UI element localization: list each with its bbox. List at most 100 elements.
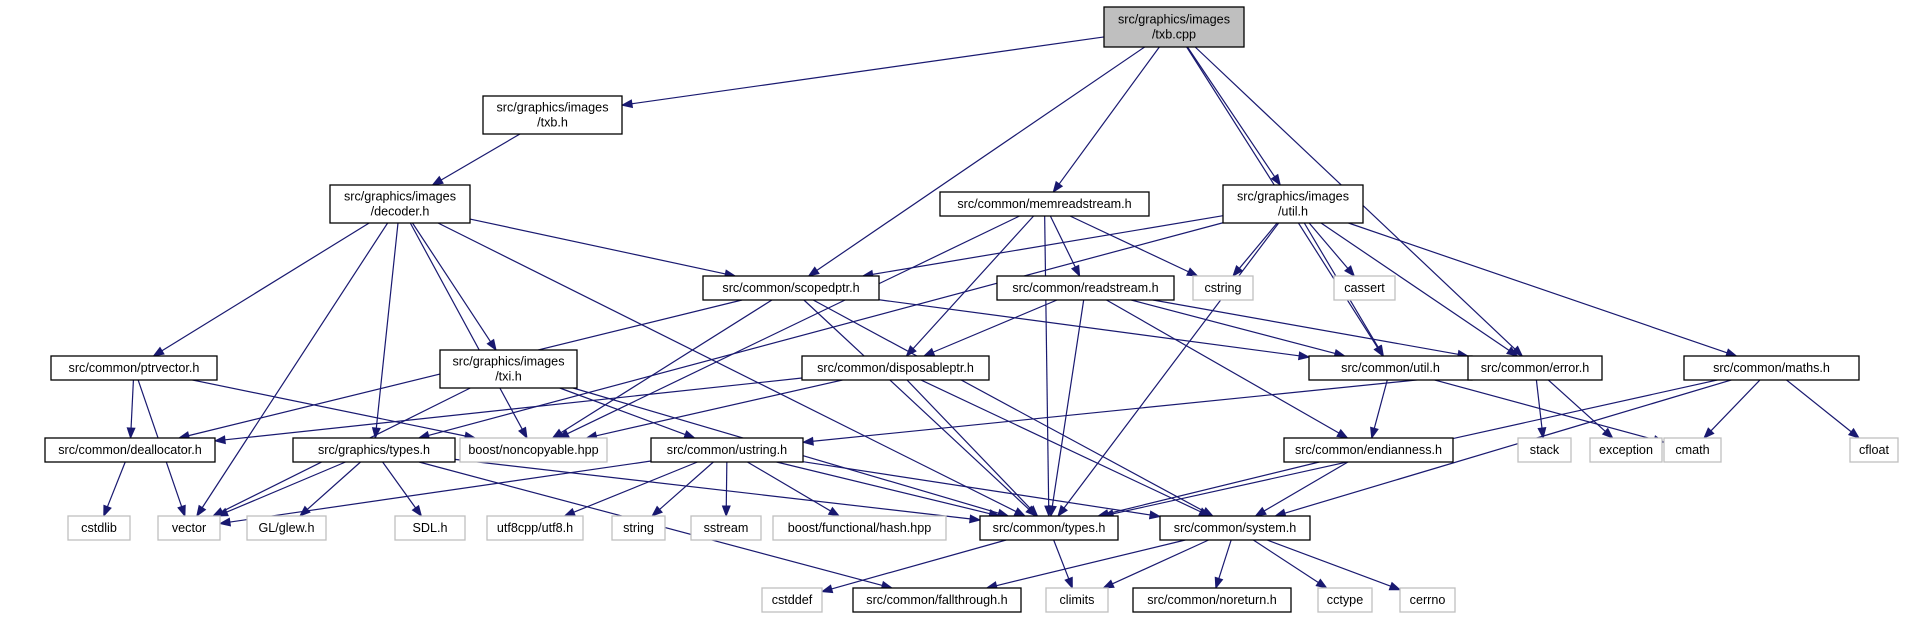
node-box bbox=[801, 355, 990, 381]
node-fallthrough[interactable]: src/common/fallthrough.h bbox=[852, 587, 1022, 613]
node-box bbox=[1045, 587, 1109, 613]
node-txbh[interactable]: src/graphics/images/txb.h bbox=[482, 95, 623, 135]
arrowhead-icon bbox=[213, 435, 226, 445]
node-system[interactable]: src/common/system.h bbox=[1159, 515, 1311, 541]
edge-readstream-to-ctypes bbox=[1047, 299, 1085, 518]
node-endian[interactable]: src/common/endianness.h bbox=[1283, 437, 1454, 463]
edge-line bbox=[1284, 379, 1732, 514]
edge-txbcpp-to-scopedptr bbox=[807, 46, 1145, 277]
node-box bbox=[611, 515, 666, 541]
edge-line bbox=[776, 461, 990, 515]
node-hash: boost/functional/hash.hpp bbox=[772, 515, 947, 541]
edge-line bbox=[1107, 461, 1320, 515]
node-readstream[interactable]: src/common/readstream.h bbox=[996, 275, 1175, 301]
edge-endian-to-system bbox=[1254, 461, 1349, 517]
arrowhead-icon bbox=[1315, 578, 1328, 589]
node-label: src/common/ptrvector.h bbox=[69, 361, 200, 375]
edge-line bbox=[437, 222, 1017, 513]
node-box bbox=[1663, 437, 1722, 463]
edge-cutil-to-endian bbox=[1370, 379, 1388, 440]
node-label: src/common/readstream.h bbox=[1012, 281, 1158, 295]
edge-maths-to-cfloat bbox=[1786, 379, 1861, 439]
edge-memread-to-cstring bbox=[1069, 215, 1199, 277]
edge-util_img-to-cstring bbox=[1232, 222, 1278, 278]
node-error[interactable]: src/common/error.h bbox=[1467, 355, 1603, 381]
arrowhead-icon bbox=[683, 430, 696, 439]
arrowhead-icon bbox=[1725, 348, 1738, 357]
edge-line bbox=[428, 222, 1224, 436]
node-label: cassert bbox=[1344, 281, 1385, 295]
node-dealloc[interactable]: src/common/deallocator.h bbox=[44, 437, 216, 463]
node-gtypes[interactable]: src/graphics/types.h bbox=[292, 437, 456, 463]
arrowhead-icon bbox=[807, 266, 820, 277]
edge-line bbox=[878, 299, 1300, 357]
node-txih[interactable]: src/graphics/images/txi.h bbox=[439, 349, 578, 389]
arrowhead-icon bbox=[1370, 426, 1379, 440]
edge-line bbox=[440, 133, 521, 181]
node-sstream: sstream bbox=[690, 515, 762, 541]
node-box bbox=[979, 515, 1119, 541]
node-ptrvector[interactable]: src/common/ptrvector.h bbox=[50, 355, 218, 381]
node-label: src/graphics/images bbox=[453, 355, 565, 369]
edge-line bbox=[1112, 539, 1209, 585]
node-ctypes[interactable]: src/common/types.h bbox=[979, 515, 1119, 541]
edge-ustring-to-system bbox=[802, 461, 1162, 520]
node-memread[interactable]: src/common/memreadstream.h bbox=[939, 191, 1150, 217]
node-label: /util.h bbox=[1278, 205, 1308, 219]
arrowhead-icon bbox=[1052, 180, 1064, 194]
node-cutil[interactable]: src/common/util.h bbox=[1308, 355, 1473, 381]
edge-ptrvector-to-noncopy bbox=[192, 379, 477, 441]
edge-line bbox=[596, 379, 843, 437]
edge-decoder-to-ptrvector bbox=[152, 222, 370, 357]
node-box bbox=[329, 184, 471, 224]
edge-line bbox=[1786, 379, 1852, 433]
node-util_img[interactable]: src/graphics/images/util.h bbox=[1222, 184, 1364, 224]
node-box bbox=[50, 355, 218, 381]
node-label: string bbox=[623, 521, 654, 535]
arrowhead-icon bbox=[1344, 265, 1356, 278]
edge-line bbox=[912, 215, 1035, 350]
edge-line bbox=[1218, 539, 1232, 579]
node-cerrno: cerrno bbox=[1399, 587, 1456, 613]
edge-line bbox=[659, 461, 714, 510]
edge-line bbox=[1152, 299, 1459, 355]
edge-line bbox=[932, 299, 1058, 353]
edge-line bbox=[573, 461, 698, 513]
edge-readstream-to-endian bbox=[1106, 299, 1349, 439]
edge-line bbox=[996, 539, 1186, 587]
node-txbcpp[interactable]: src/graphics/images/txb.cpp bbox=[1103, 6, 1245, 48]
edge-txbcpp-to-txbh bbox=[620, 36, 1105, 109]
arrowhead-icon bbox=[1102, 579, 1115, 589]
arrowhead-icon bbox=[1064, 576, 1073, 590]
node-disposable[interactable]: src/common/disposableptr.h bbox=[801, 355, 990, 381]
node-noreturn[interactable]: src/common/noreturn.h bbox=[1132, 587, 1292, 613]
nodes-layer: src/graphics/images/txb.cpp src/graphics/… bbox=[44, 6, 1899, 613]
node-decoder[interactable]: src/graphics/images/decoder.h bbox=[329, 184, 471, 224]
node-box bbox=[1192, 275, 1254, 301]
edge-scopedptr-to-cutil bbox=[878, 299, 1311, 361]
node-label: cerrno bbox=[1410, 593, 1446, 607]
edge-txih-to-ustring bbox=[559, 387, 696, 439]
edge-line bbox=[1320, 222, 1510, 351]
node-label: cstring bbox=[1204, 281, 1241, 295]
node-scopedptr[interactable]: src/common/scopedptr.h bbox=[702, 275, 880, 301]
node-label: src/graphics/types.h bbox=[318, 443, 430, 457]
arrowhead-icon bbox=[1847, 427, 1861, 439]
node-maths[interactable]: src/common/maths.h bbox=[1683, 355, 1860, 381]
edge-line bbox=[1710, 379, 1761, 432]
edge-memread-to-ctypes bbox=[1044, 215, 1054, 518]
arrowhead-icon bbox=[218, 517, 232, 527]
arrowhead-icon bbox=[1013, 507, 1027, 517]
edge-line bbox=[872, 215, 1224, 275]
arrowhead-icon bbox=[620, 99, 634, 109]
node-ustring[interactable]: src/common/ustring.h bbox=[650, 437, 804, 463]
arrowhead-icon bbox=[371, 427, 381, 440]
node-box bbox=[486, 515, 584, 541]
arrowhead-icon bbox=[196, 504, 207, 518]
edge-line bbox=[812, 299, 1205, 512]
arrowhead-icon bbox=[1336, 428, 1349, 439]
edge-readstream-to-error bbox=[1152, 299, 1470, 359]
edge-ustring-to-vector bbox=[218, 460, 652, 527]
node-label: stack bbox=[1530, 443, 1560, 457]
